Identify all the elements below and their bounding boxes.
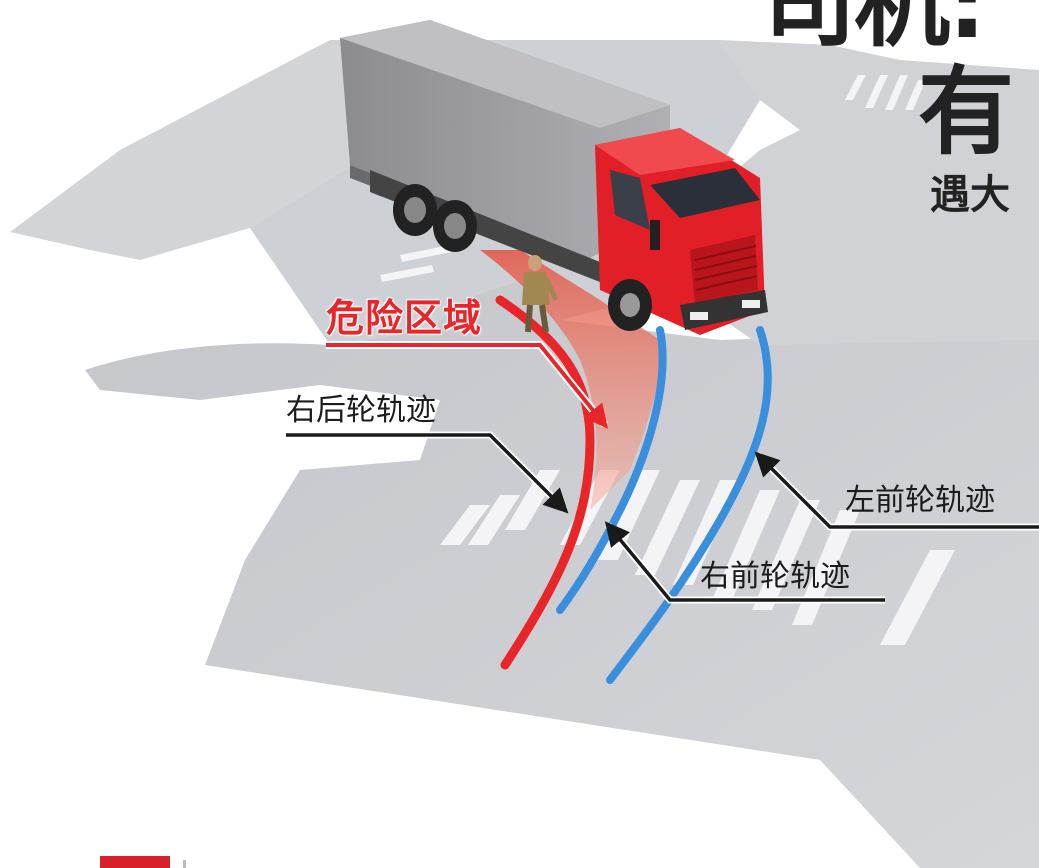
right-front-track-line	[556, 326, 667, 614]
accent-square	[100, 856, 170, 868]
left-front-track-arrow	[754, 451, 1039, 529]
crosswalk-top	[845, 75, 926, 110]
pedestrian-figure	[522, 255, 559, 333]
right-front-track-label: 右前轮轨迹	[700, 559, 850, 594]
truck	[340, 20, 768, 335]
stop-lines-left	[380, 245, 452, 282]
callout-leaders	[286, 341, 1039, 604]
right-front-track-arrow	[604, 521, 885, 602]
danger-zone-arrow	[326, 343, 609, 429]
accent-divider	[183, 860, 186, 868]
right-rear-track-label: 右后轮轨迹	[286, 393, 436, 428]
right-rear-track-arrow	[286, 433, 569, 514]
danger-zone-label: 危险区域	[326, 296, 483, 340]
headline-subtitle: 遇大	[930, 172, 1010, 218]
headline-line-1: 司机:	[760, 0, 986, 60]
right-rear-track-line	[495, 295, 595, 670]
left-front-track-line	[606, 326, 772, 684]
left-front-track-label: 左前轮轨迹	[845, 483, 995, 518]
headline-line-2: 有	[918, 56, 1014, 168]
